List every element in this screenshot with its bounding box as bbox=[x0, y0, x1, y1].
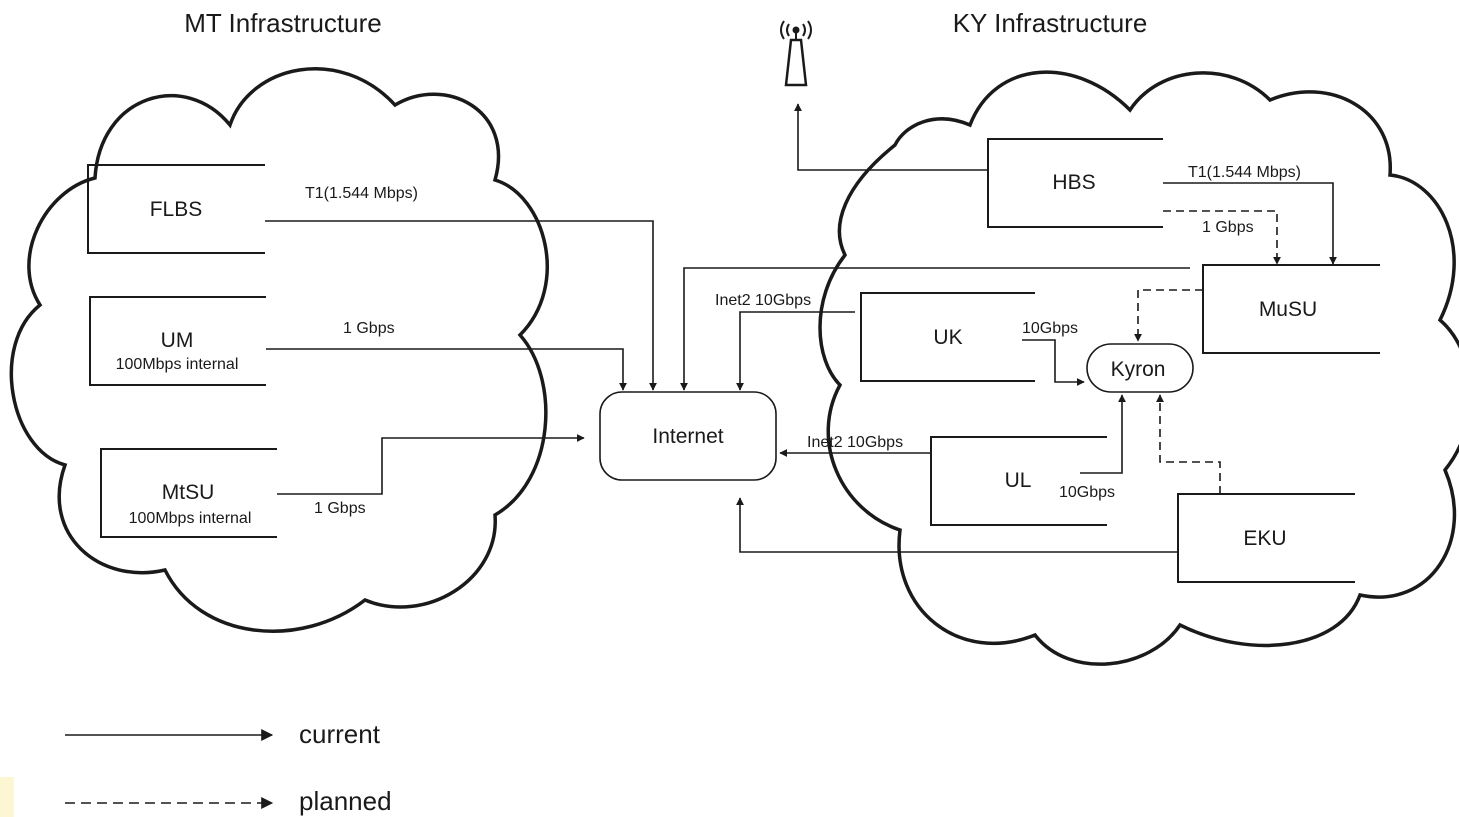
ul-label: UL bbox=[1005, 469, 1032, 492]
uk-box bbox=[860, 292, 1035, 382]
hbs-label: HBS bbox=[1052, 171, 1095, 194]
hbs-antenna-link bbox=[794, 103, 988, 171]
antenna-icon bbox=[780, 20, 812, 87]
internet-node bbox=[599, 391, 777, 481]
hbs-musu-link bbox=[1163, 182, 1337, 265]
um-internet-link-label: 1 Gbps bbox=[343, 320, 395, 337]
hbs-musu-planned-link-label: 1 Gbps bbox=[1202, 219, 1254, 236]
legend: current planned bbox=[65, 719, 392, 816]
legend-current-label: current bbox=[299, 719, 381, 749]
mtsu-internet-link-label: 1 Gbps bbox=[314, 500, 366, 517]
hbs-box bbox=[987, 138, 1163, 228]
flbs-internet-link bbox=[265, 220, 657, 391]
uk-kyron-link bbox=[1022, 339, 1085, 386]
kyron-node bbox=[1086, 343, 1194, 393]
edge-strip bbox=[0, 0, 14, 817]
hbs-musu-planned-link bbox=[1163, 210, 1281, 265]
edge-tint bbox=[0, 777, 14, 817]
mtsu-internal-label: 100Mbps internal bbox=[129, 510, 252, 527]
mtsu-internet-link bbox=[277, 434, 585, 495]
um-label: UM bbox=[161, 329, 194, 352]
legend-planned-label: planned bbox=[299, 786, 392, 816]
um-box bbox=[89, 296, 266, 386]
ul-box bbox=[930, 436, 1107, 526]
mtsu-label: MtSU bbox=[162, 481, 215, 504]
musu-kyron-planned-link bbox=[1134, 289, 1203, 342]
flbs-label: FLBS bbox=[150, 198, 203, 221]
ul-internet-link-label: Inet2 10Gbps bbox=[807, 434, 903, 451]
uk-label: UK bbox=[933, 326, 962, 349]
mtsu-box bbox=[100, 448, 277, 538]
ul-kyron-link-label: 10Gbps bbox=[1059, 484, 1115, 501]
um-internet-link bbox=[266, 348, 627, 391]
internet-label: Internet bbox=[652, 425, 723, 448]
kyron-label: Kyron bbox=[1111, 358, 1166, 381]
hbs-musu-link-label: T1(1.544 Mbps) bbox=[1188, 164, 1301, 181]
eku-box bbox=[1177, 493, 1355, 583]
eku-internet-link bbox=[736, 497, 1178, 553]
musu-label: MuSU bbox=[1259, 298, 1317, 321]
ky-infrastructure-cloud bbox=[818, 70, 1459, 666]
mt-infrastructure-cloud bbox=[9, 67, 549, 633]
flbs-box bbox=[87, 164, 265, 254]
musu-internet-link bbox=[680, 267, 1190, 391]
flbs-internet-link-label: T1(1.544 Mbps) bbox=[305, 185, 418, 202]
ul-kyron-link bbox=[1080, 394, 1126, 474]
ky-infrastructure-title: KY Infrastructure bbox=[953, 8, 1148, 38]
musu-box bbox=[1202, 264, 1380, 354]
uk-internet-link bbox=[736, 311, 855, 391]
eku-label: EKU bbox=[1243, 527, 1286, 550]
um-internal-label: 100Mbps internal bbox=[116, 356, 239, 373]
eku-kyron-planned-link bbox=[1156, 394, 1221, 494]
uk-internet-link-label: Inet2 10Gbps bbox=[715, 292, 811, 309]
mt-infrastructure-title: MT Infrastructure bbox=[184, 8, 381, 38]
uk-kyron-link-label: 10Gbps bbox=[1022, 320, 1078, 337]
